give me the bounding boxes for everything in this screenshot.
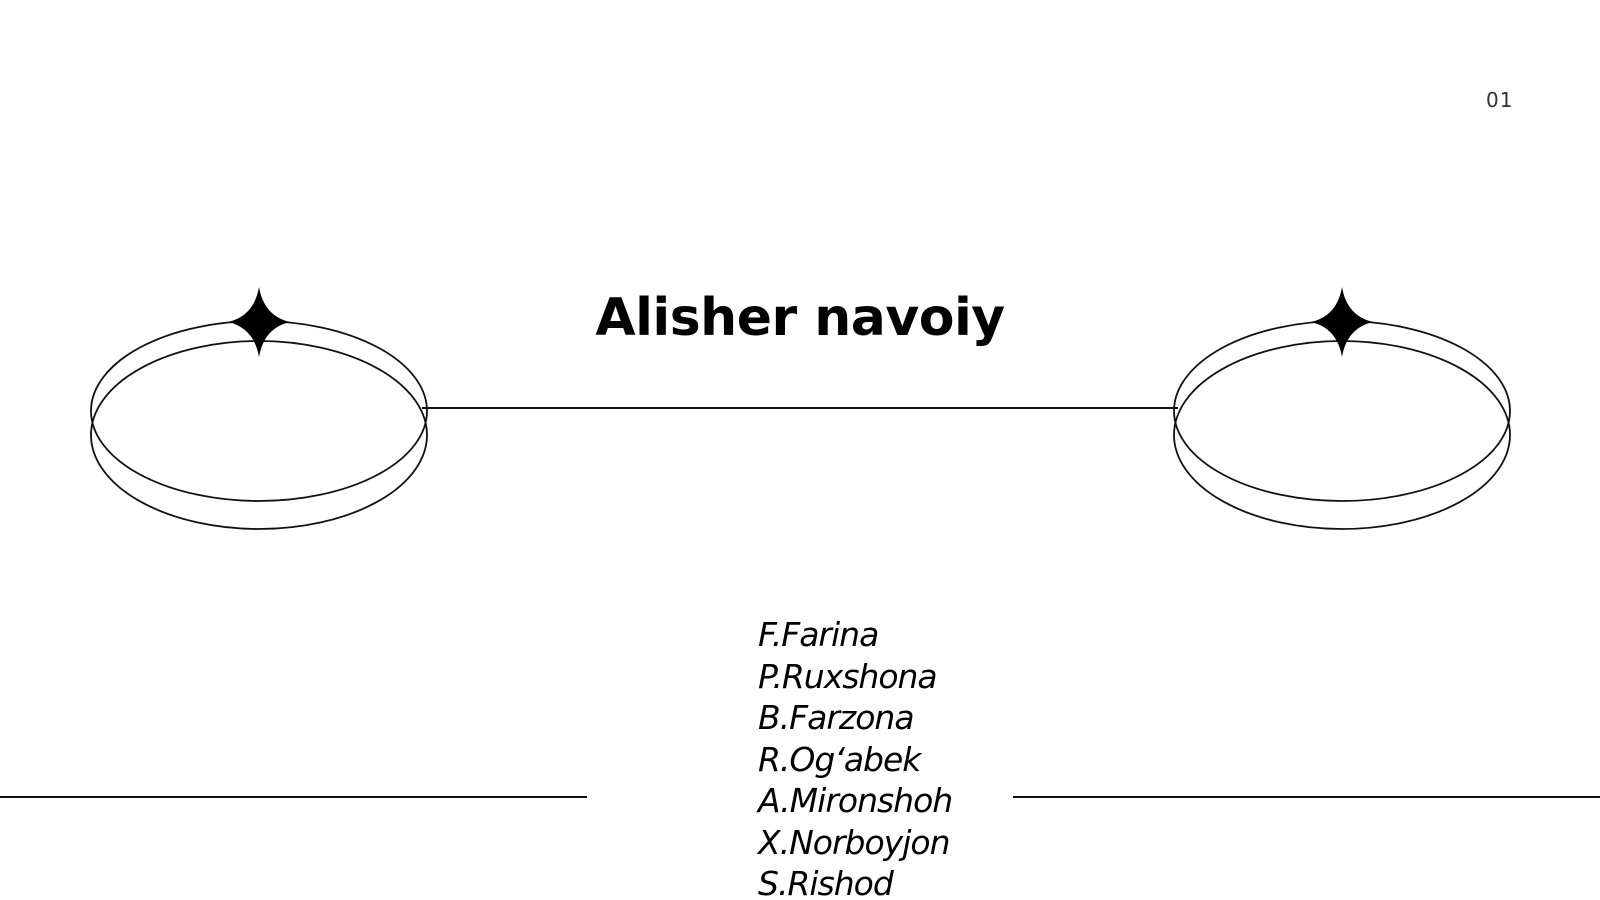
author-name: S.Rishod bbox=[758, 864, 894, 900]
slide-title: Alisher navoiy bbox=[595, 288, 1005, 348]
author-list: F.Farina P.Ruxshona B.Farzona R.Og‘abek … bbox=[758, 614, 953, 900]
author-name: X.Norboyjon bbox=[758, 822, 950, 862]
author-name: R.Og‘abek bbox=[758, 739, 921, 779]
author-name: P.Ruxshona bbox=[758, 656, 938, 696]
author-name: A.Mironshoh bbox=[758, 781, 953, 820]
left-ring-star-icon bbox=[90, 287, 428, 530]
author-name: F.Farina bbox=[758, 615, 879, 654]
page-number: 01 bbox=[1486, 88, 1514, 112]
author-name: B.Farzona bbox=[758, 698, 915, 737]
right-ring-star-icon bbox=[1173, 287, 1511, 530]
